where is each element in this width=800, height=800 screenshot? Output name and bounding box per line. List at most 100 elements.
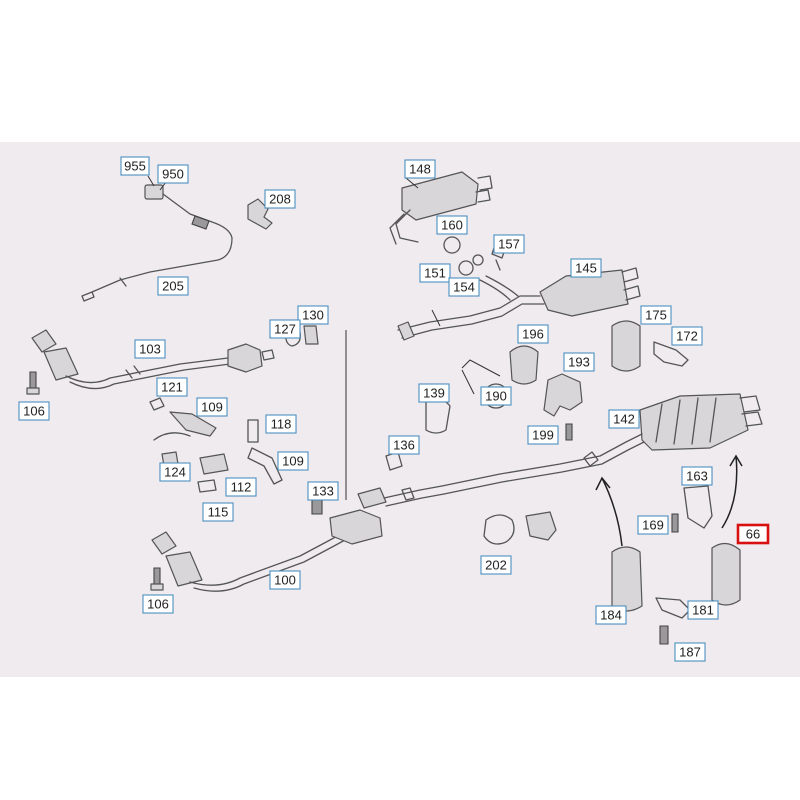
callout-number: 66: [746, 526, 760, 541]
callout-950: 950: [157, 164, 189, 184]
callout-number: 187: [679, 644, 701, 659]
callout-box: [637, 515, 669, 535]
rear-silencer-assembly: [389, 171, 505, 276]
callout-number: 181: [692, 602, 714, 617]
callout-106a: 106: [18, 401, 50, 421]
callout-103: 103: [134, 339, 166, 359]
callout-number: 106: [147, 596, 169, 611]
callout-181: 181: [687, 600, 719, 620]
callout-box: [277, 451, 309, 471]
oxygen-sensor-assembly: [81, 184, 233, 302]
callout-184: 184: [595, 605, 627, 625]
callout-box: [196, 397, 228, 417]
callout-112: 112: [225, 477, 257, 497]
rubber-hanger-part: [509, 345, 539, 385]
callout-number: 169: [642, 517, 664, 532]
middle-silencer-assembly: [397, 267, 641, 341]
callout-box: [297, 305, 329, 325]
callout-box: [120, 156, 150, 176]
callout-box: [265, 414, 297, 434]
callout-115: 115: [202, 502, 234, 522]
callout-205: 205: [157, 276, 189, 296]
callout-number: 193: [568, 354, 590, 369]
callout-number: 127: [274, 321, 296, 336]
rubber-hanger-part: [611, 320, 641, 372]
callout-box: [436, 215, 468, 235]
callout-box: [517, 324, 549, 344]
callout-box: [480, 555, 512, 575]
callout-number: 955: [124, 158, 146, 173]
callout-number: 109: [201, 399, 223, 414]
callout-number: 148: [409, 161, 431, 176]
callout-136: 136: [388, 435, 420, 455]
callout-number: 139: [423, 385, 445, 400]
rear-muffler-assembly: [441, 393, 763, 495]
callout-number: 151: [424, 265, 446, 280]
callout-box: [480, 386, 512, 406]
callout-100: 100: [269, 570, 301, 590]
callout-139: 139: [418, 383, 450, 403]
front-exhaust-upper-assembly: [31, 329, 275, 390]
callout-number: 196: [522, 326, 544, 341]
callout-number: 106: [23, 403, 45, 418]
callout-box: [687, 600, 719, 620]
callout-66: 66: [736, 523, 770, 545]
callout-number: 130: [302, 307, 324, 322]
callout-number: 202: [485, 557, 507, 572]
callout-number: 136: [393, 437, 415, 452]
callout-160: 160: [436, 215, 468, 235]
callout-box: [671, 326, 703, 346]
callout-box: [225, 477, 257, 497]
callout-193: 193: [563, 352, 595, 372]
callout-148: 148: [404, 159, 436, 179]
front-exhaust-lower-assembly: [151, 485, 445, 592]
callout-box: [563, 352, 595, 372]
callout-box: [264, 189, 296, 209]
callout-box: [418, 383, 450, 403]
callout-130: 130: [297, 305, 329, 325]
callout-box: [156, 377, 188, 397]
assembly-direction-arrows: [595, 454, 743, 547]
callout-number: 103: [139, 341, 161, 356]
callout-number: 115: [208, 504, 229, 519]
callout-151: 151: [419, 263, 451, 283]
callout-157: 157: [493, 234, 525, 254]
callout-box: [142, 594, 174, 614]
callout-box: [608, 409, 640, 429]
callout-box: [269, 319, 301, 339]
callout-box: [570, 258, 602, 278]
callout-box: [202, 502, 234, 522]
callout-154: 154: [448, 277, 480, 297]
callout-number: 157: [498, 236, 520, 251]
callout-box: [595, 605, 627, 625]
callout-number: 100: [274, 572, 296, 587]
callout-number: 172: [676, 328, 698, 343]
callout-box: [159, 462, 191, 482]
callout-number: 142: [613, 411, 635, 426]
callout-number: 145: [575, 260, 597, 275]
callout-number: 118: [271, 416, 292, 431]
callout-127: 127: [269, 319, 301, 339]
callout-number: 160: [441, 217, 463, 232]
callout-175: 175: [640, 305, 672, 325]
callout-box: [404, 159, 436, 179]
callout-box: [388, 435, 420, 455]
callout-box: [493, 234, 525, 254]
callout-202: 202: [480, 555, 512, 575]
callout-190: 190: [480, 386, 512, 406]
callout-955: 955: [120, 156, 150, 176]
callout-box: [527, 425, 559, 445]
callout-169: 169: [637, 515, 669, 535]
callout-number: 199: [532, 427, 554, 442]
callout-187: 187: [674, 642, 706, 662]
callout-box: [157, 276, 189, 296]
callout-124: 124: [159, 462, 191, 482]
callout-leader-lines: [147, 175, 501, 500]
callout-199: 199: [527, 425, 559, 445]
callout-133: 133: [307, 481, 339, 501]
callout-number: 163: [686, 468, 708, 483]
callout-172: 172: [671, 326, 703, 346]
bracket-part: [247, 198, 273, 230]
callout-number: 190: [485, 388, 507, 403]
